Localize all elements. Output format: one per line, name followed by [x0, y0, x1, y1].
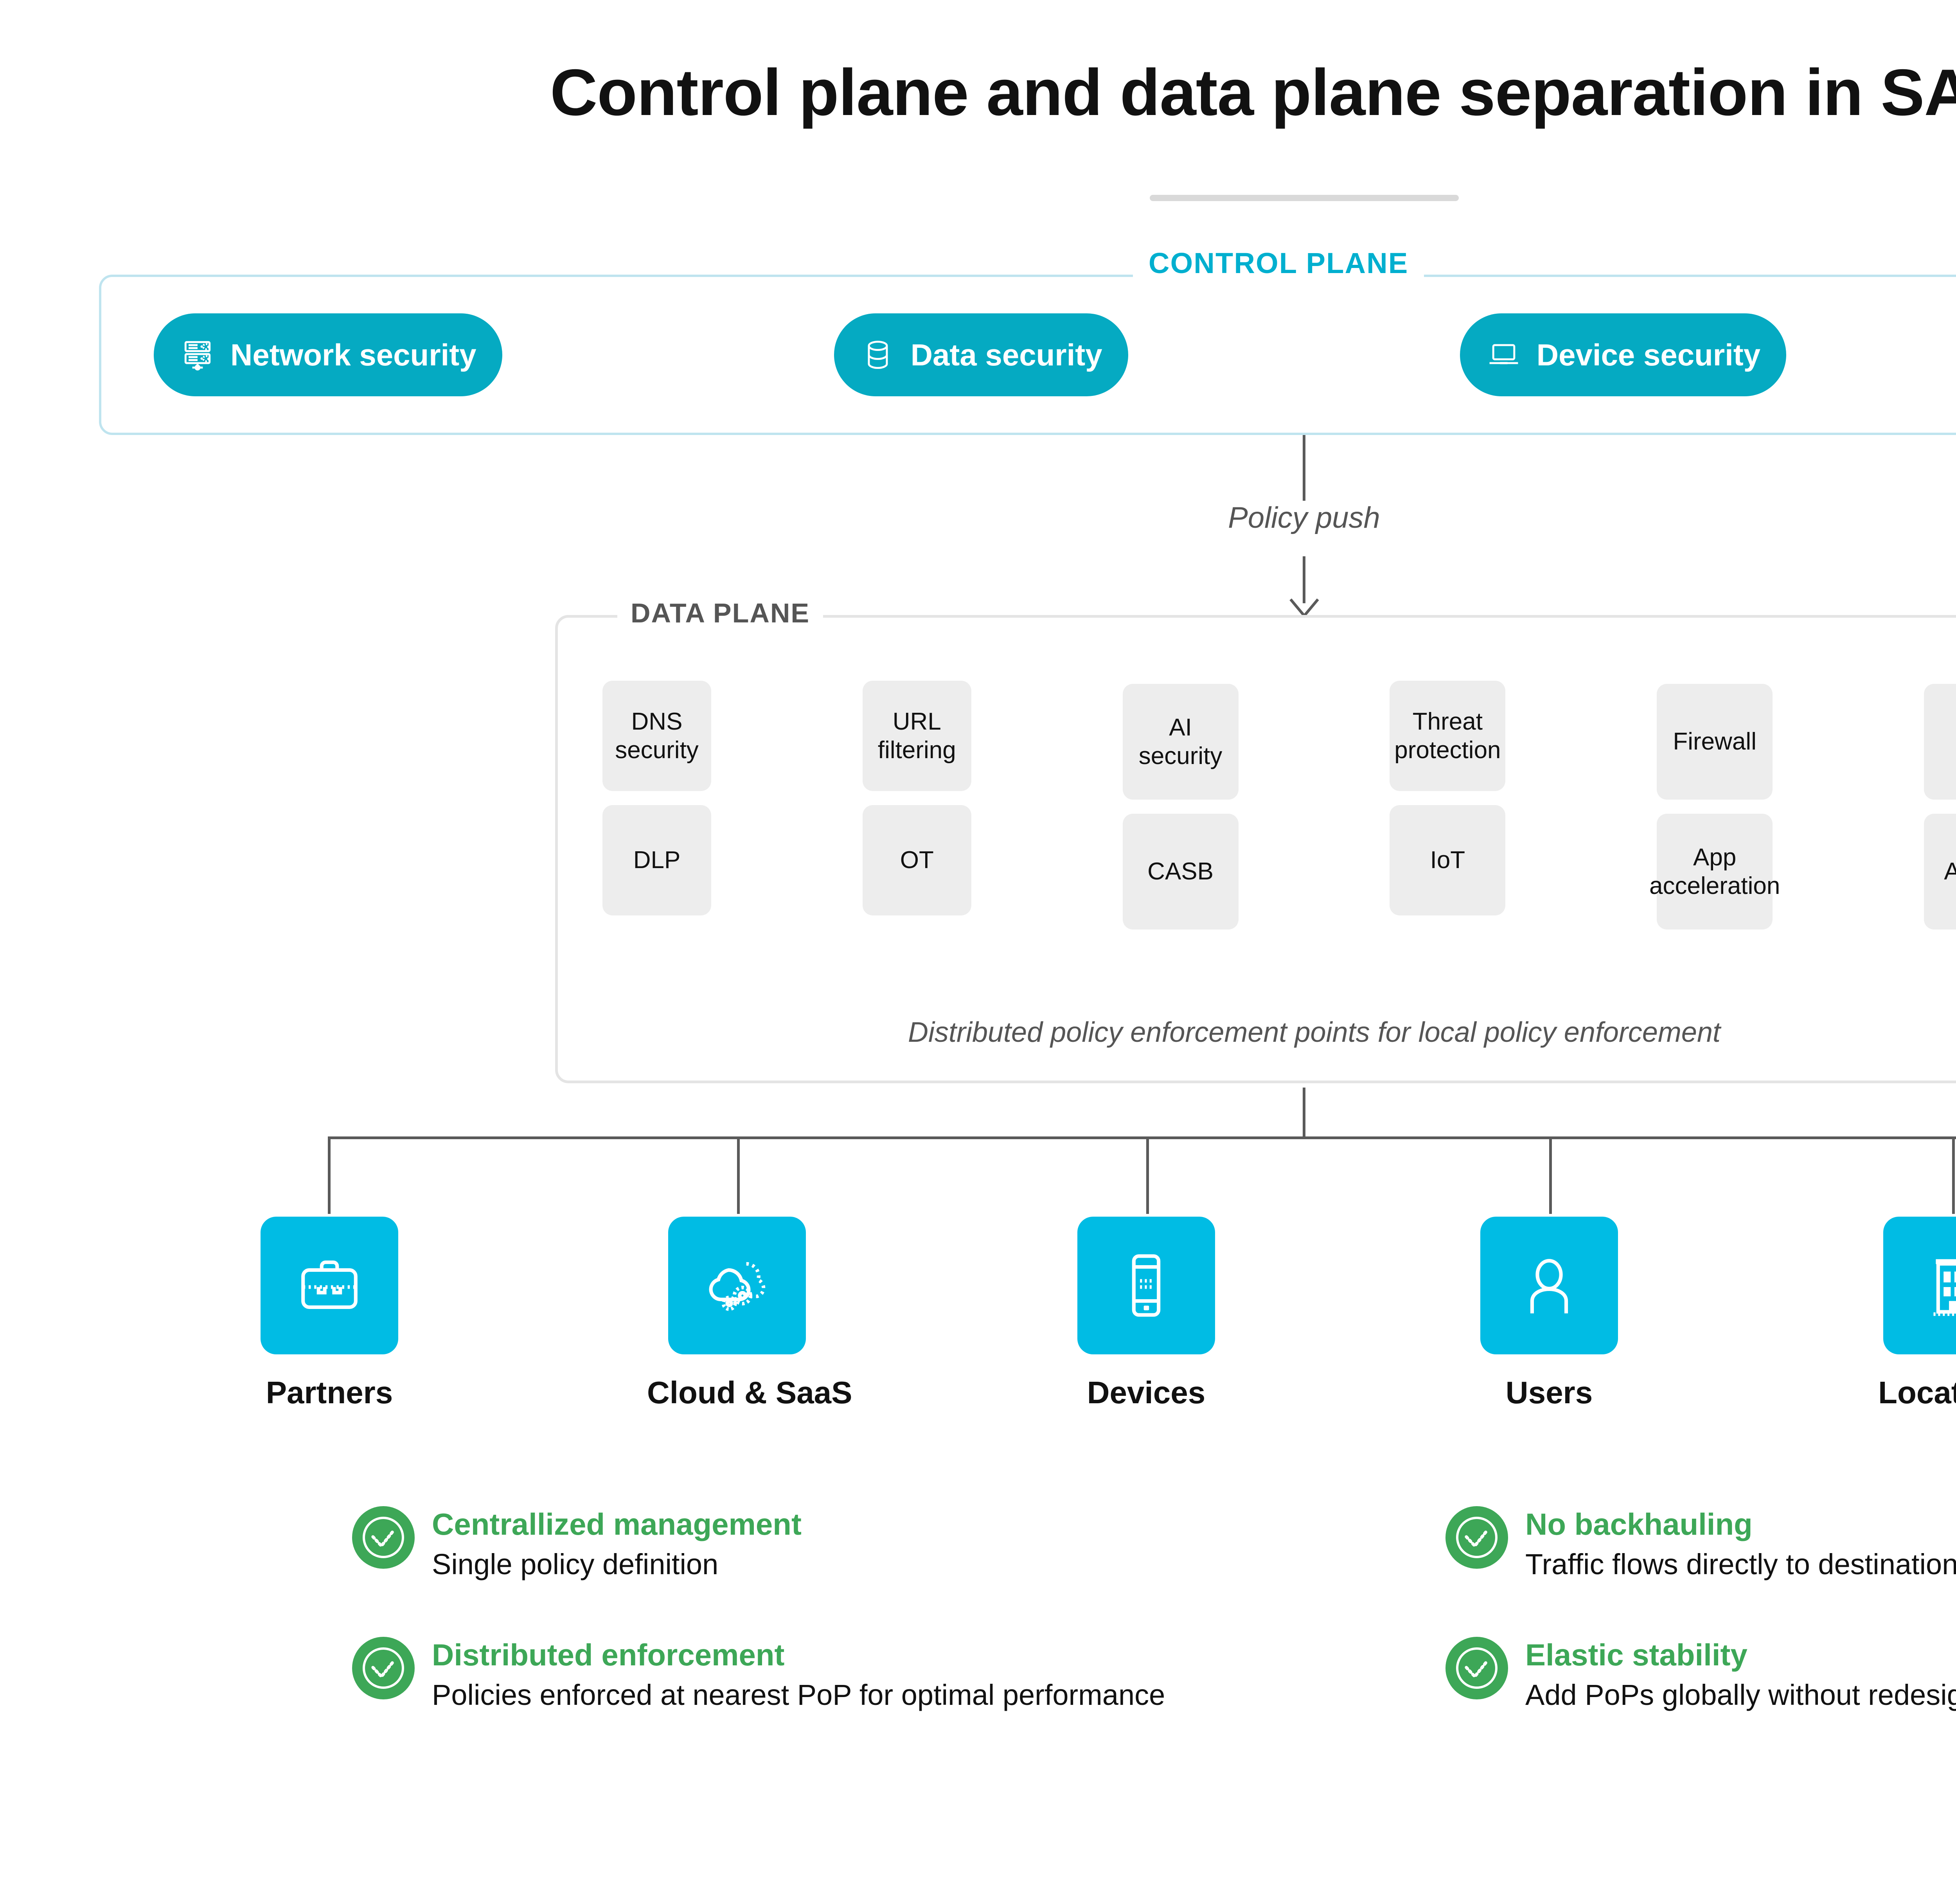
- benefits-grid: Centrallized management Single policy de…: [352, 1502, 1956, 1713]
- benefit-title: Distributed enforcement: [432, 1638, 785, 1672]
- benefit-description: Traffic flows directly to destinations w…: [1525, 1548, 1956, 1580]
- server-rack-icon: [180, 337, 216, 373]
- check-circle-icon: [352, 1506, 415, 1569]
- policy-push-line-lower: [1303, 556, 1305, 603]
- benefit-no-backhauling: No backhauling Traffic flows directly to…: [1445, 1502, 1956, 1582]
- endpoint-label: Locations: [1878, 1375, 1956, 1410]
- benefit-centralized-management: Centrallized management Single policy de…: [352, 1502, 1340, 1582]
- control-pill-label: Data security: [910, 337, 1102, 372]
- benefit-title: No backhauling: [1525, 1507, 1753, 1541]
- endpoint-label: Cloud & SaaS: [647, 1375, 852, 1410]
- data-plane-caption: Distributed policy enforcement points fo…: [908, 1017, 1720, 1048]
- data-plane-tile[interactable]: IPS: [1924, 684, 1956, 800]
- data-plane-tile[interactable]: ADEM: [1924, 814, 1956, 930]
- check-circle-icon: [352, 1637, 415, 1700]
- policy-push-label: Policy push: [1228, 501, 1380, 534]
- fanout-bus: [328, 1136, 1956, 1139]
- benefit-elastic-stability: Elastic stability Add PoPs globally with…: [1445, 1633, 1956, 1713]
- control-pill-label: Network security: [230, 337, 476, 372]
- endpoint-locations[interactable]: Locations: [1862, 1217, 1956, 1411]
- endpoint-partners[interactable]: Partners: [239, 1217, 419, 1411]
- endpoint-devices[interactable]: Devices: [1056, 1217, 1236, 1411]
- endpoint-label: Devices: [1087, 1375, 1206, 1410]
- cloud-gears-icon: [709, 1262, 766, 1311]
- endpoint-cloud-saas[interactable]: Cloud & SaaS: [647, 1217, 852, 1411]
- data-plane-tile[interactable]: CASB: [1122, 814, 1239, 930]
- data-plane-tile[interactable]: DLP: [602, 805, 711, 915]
- benefit-title: Centrallized management: [432, 1507, 802, 1541]
- person-icon: [1530, 1259, 1568, 1314]
- fanout-stem: [1303, 1088, 1305, 1138]
- check-circle-icon: [1445, 1506, 1508, 1569]
- endpoint-label: Users: [1505, 1375, 1593, 1410]
- benefit-body: Elastic stability Add PoPs globally with…: [1525, 1633, 1956, 1713]
- fanout-drop-cloud: [737, 1136, 740, 1214]
- title-divider: [1149, 195, 1459, 201]
- fanout-drop-locations: [1952, 1136, 1955, 1214]
- endpoint-tile[interactable]: [1883, 1217, 1956, 1354]
- control-pill-network-security[interactable]: Network security: [154, 313, 502, 396]
- endpoint-tile[interactable]: [1077, 1217, 1215, 1354]
- data-plane-tile[interactable]: Firewall: [1657, 684, 1773, 800]
- data-plane-tile[interactable]: OT: [862, 805, 971, 915]
- endpoint-row: Partners Cloud & SaaS: [0, 1217, 1956, 1420]
- control-plane-panel: [99, 275, 1956, 435]
- endpoint-label: Partners: [266, 1375, 393, 1410]
- benefit-description: Single policy definition: [432, 1548, 719, 1580]
- benefit-distributed-enforcement: Distributed enforcement Policies enforce…: [352, 1633, 1340, 1713]
- data-plane-panel: [555, 615, 1956, 1083]
- benefit-description: Policies enforced at nearest PoP for opt…: [432, 1678, 1165, 1711]
- control-pill-label: Device security: [1536, 337, 1761, 372]
- fanout-drop-devices: [1146, 1136, 1149, 1214]
- benefit-description: Add PoPs globally without redesigning ar…: [1525, 1678, 1956, 1711]
- check-circle-icon: [1445, 1637, 1508, 1700]
- mobile-device-icon: [1132, 1254, 1161, 1317]
- policy-push-line-upper: [1303, 435, 1305, 501]
- control-pill-device-security[interactable]: Device security: [1460, 313, 1787, 396]
- endpoint-tile[interactable]: [668, 1217, 806, 1354]
- data-plane-column: IPS ADEM: [1924, 684, 1956, 930]
- control-pill-data-security[interactable]: Data security: [834, 313, 1128, 396]
- control-plane-legend: CONTROL PLANE: [1133, 246, 1424, 280]
- data-plane-tile[interactable]: IoT: [1390, 805, 1506, 915]
- endpoint-tile[interactable]: [261, 1217, 398, 1354]
- data-plane-legend: DATA PLANE: [617, 597, 823, 629]
- benefit-body: Centrallized management Single policy de…: [432, 1502, 802, 1582]
- fanout-drop-users: [1549, 1136, 1552, 1214]
- benefit-body: Distributed enforcement Policies enforce…: [432, 1633, 1165, 1713]
- laptop-icon: [1486, 337, 1522, 373]
- benefit-title: Elastic stability: [1525, 1638, 1747, 1672]
- benefit-body: No backhauling Traffic flows directly to…: [1525, 1502, 1956, 1582]
- briefcase-icon: [301, 1260, 358, 1309]
- page-title: Control plane and data plane separation …: [550, 56, 1956, 129]
- database-icon: [860, 337, 896, 373]
- endpoint-tile[interactable]: [1480, 1217, 1618, 1354]
- building-icon: [1933, 1259, 1956, 1316]
- fanout-drop-partners: [328, 1136, 331, 1214]
- control-plane-pill-row: Network security Data security: [99, 275, 1956, 435]
- endpoint-users[interactable]: Users: [1459, 1217, 1639, 1411]
